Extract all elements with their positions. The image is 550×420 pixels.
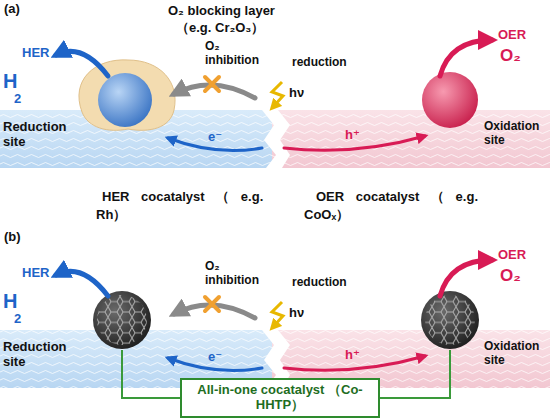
oer-cocatalyst-sphere <box>422 72 478 128</box>
reaction-label: HER <box>22 266 49 281</box>
site-label: Reduction site <box>3 120 75 150</box>
part-name: Rh） <box>96 208 126 223</box>
her-arrow <box>56 51 108 76</box>
cocatalyst-box: All-in-one cocatalyst （Co-HHTP） <box>180 378 380 418</box>
oer-arrow <box>440 260 492 296</box>
panel-letter: (a) <box>4 2 20 17</box>
carrier-label: h⁺ <box>345 128 360 143</box>
blocking-layer <box>79 60 175 130</box>
co-hhtp-pores <box>425 295 475 345</box>
panel-letter: (b) <box>4 230 21 245</box>
box-text: All-in-one cocatalyst （Co-HHTP） <box>190 383 370 413</box>
product-label: H <box>3 290 17 313</box>
band-break <box>262 110 290 168</box>
oer-arrow <box>440 40 492 76</box>
light-label: hν <box>289 86 304 101</box>
co-hhtp-pores <box>97 295 147 345</box>
panel-a <box>0 40 550 168</box>
light-zigzag <box>272 82 283 108</box>
part-name: （e.g. Cr₂O₃） <box>176 21 264 36</box>
carrier-label: e⁻ <box>208 350 222 365</box>
process-label: O₂ inhibition <box>205 260 271 288</box>
part-name: OER cocatalyst （ e.g. <box>316 190 478 205</box>
site-label: Reduction site <box>3 340 75 370</box>
panel-b <box>0 260 550 388</box>
her-cocatalyst-sphere <box>98 73 152 127</box>
process-label: reduction <box>292 56 347 70</box>
product-label: H <box>3 70 17 93</box>
product-label: 2 <box>14 312 21 327</box>
part-name: CoOₓ） <box>304 208 349 223</box>
carrier-label: h⁺ <box>345 348 360 363</box>
carrier-label: e⁻ <box>208 130 222 145</box>
site-label: Oxidation site <box>484 120 548 148</box>
block-cross <box>205 297 219 311</box>
reaction-label: HER <box>22 46 49 61</box>
product-label: O₂ <box>500 46 521 66</box>
product-label: 2 <box>14 92 21 107</box>
reaction-label: OER <box>498 28 526 43</box>
site-label: Oxidation site <box>484 340 548 368</box>
product-label: O₂ <box>500 266 521 286</box>
process-label: reduction <box>292 276 347 290</box>
light-label: hν <box>289 306 304 321</box>
part-name: HER cocatalyst （ e.g. <box>102 190 263 205</box>
co-hhtp-sphere <box>93 291 151 349</box>
block-cross <box>205 77 219 91</box>
leader-line <box>380 350 450 398</box>
her-arrow <box>56 271 108 296</box>
leader-line <box>122 350 180 398</box>
light-zigzag <box>272 302 283 328</box>
reaction-label: OER <box>498 248 526 263</box>
process-label: O₂ inhibition <box>205 40 271 68</box>
co-hhtp-sphere <box>421 291 479 349</box>
part-name: O₂ blocking layer <box>168 4 275 19</box>
